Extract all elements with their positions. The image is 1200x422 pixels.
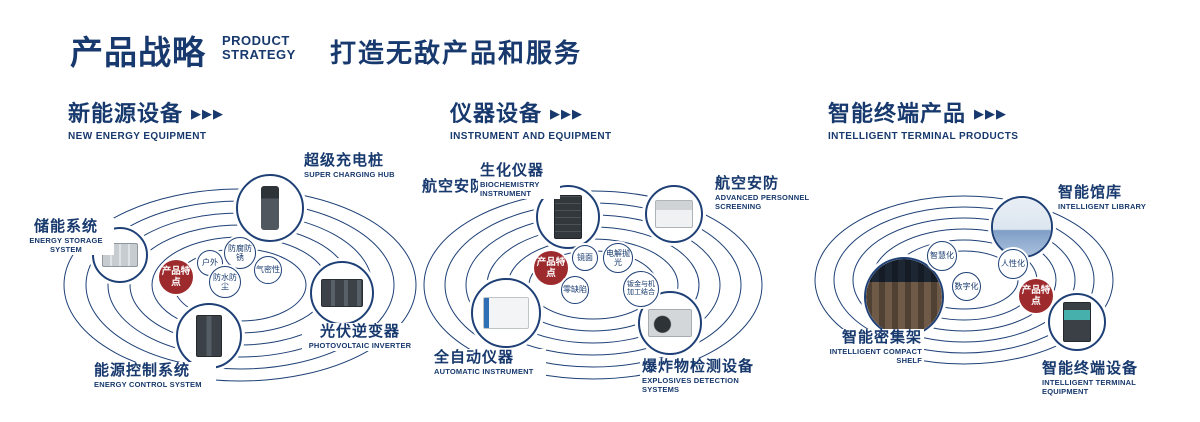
terminal-equipment-photo (1063, 302, 1091, 342)
product-label-zh: 生化仪器 (480, 162, 545, 179)
compact-shelf-photo (866, 259, 942, 335)
energy-control-photo (196, 315, 222, 357)
product-label-zh: 智能密集架 (841, 329, 922, 346)
feature-bubble: 电解抛光 (603, 243, 633, 273)
section-subtitle: NEW ENERGY EQUIPMENT (68, 131, 207, 142)
feature-main-badge: 产品特点 (534, 251, 568, 285)
feature-bubble: 人性化 (998, 249, 1028, 279)
feature-bubble: 防水防尘 (209, 266, 241, 298)
product-photo-energy-control (176, 303, 242, 369)
product-photo-super-charging-hub (236, 174, 304, 242)
feature-main-badge: 产品特点 (159, 260, 193, 294)
personnel-screening-photo (655, 200, 693, 228)
product-label-en: ENERGY STORAGE SYSTEM (29, 236, 103, 254)
extra-label-zh: 航空安防 (422, 178, 487, 195)
product-label-en: AUTOMATIC INSTRUMENT (434, 367, 534, 377)
pv-inverter-photo (321, 279, 363, 307)
super-charging-hub-photo (261, 186, 279, 230)
section-header-instrument: 仪器设备 ▶▶▶ INSTRUMENT AND EQUIPMENT (450, 96, 611, 142)
section-title: 仪器设备 (450, 101, 543, 126)
product-label-zh: 智能终端设备 (1042, 360, 1139, 377)
product-photo-intelligent-library (991, 196, 1053, 258)
section-subtitle: INTELLIGENT TERMINAL PRODUCTS (828, 131, 1019, 142)
product-label-zh: 航空安防 (715, 175, 780, 192)
product-label-automatic-instrument: 全自动仪器 AUTOMATIC INSTRUMENT (432, 349, 546, 377)
section-subtitle: INSTRUMENT AND EQUIPMENT (450, 131, 612, 142)
triple-arrow-icon: ▶▶▶ (974, 105, 1008, 121)
product-label-en: EXPLOSIVES DETECTION SYSTEMS (642, 376, 739, 394)
intelligent-library-photo (993, 198, 1051, 256)
page-title-en-line2: STRATEGY (222, 46, 296, 62)
feature-bubble: 数字化 (952, 272, 981, 301)
section-header-intelligent-terminal: 智能终端产品 ▶▶▶ INTELLIGENT TERMINAL PRODUCTS (828, 96, 1018, 142)
product-label-en: INTELLIGENT COMPACT SHELF (829, 347, 922, 365)
feature-main-badge: 产品特点 (1019, 279, 1053, 313)
product-label-zh: 储能系统 (33, 218, 98, 235)
triple-arrow-icon: ▶▶▶ (550, 105, 584, 121)
section-title: 新能源设备 (68, 101, 184, 126)
product-label-super-charging-hub: 超级充电桩 SUPER CHARGING HUB (302, 152, 416, 180)
product-label-zh: 爆炸物检测设备 (642, 358, 755, 375)
feature-bubble: 智慧化 (927, 241, 957, 271)
triple-arrow-icon: ▶▶▶ (191, 105, 225, 121)
product-label-en: ENERGY CONTROL SYSTEM (94, 380, 202, 390)
product-photo-compact-shelf (864, 257, 944, 337)
feature-bubble: 防腐防锈 (224, 237, 256, 269)
product-label-en: ADVANCED PERSONNEL SCREENING (715, 193, 810, 211)
product-label-energy-control: 能源控制系统 ENERGY CONTROL SYSTEM (92, 362, 216, 390)
product-label-personnel-screening: 航空安防 ADVANCED PERSONNEL SCREENING (713, 175, 813, 212)
product-photo-automatic-instrument (471, 278, 541, 348)
product-label-zh: 超级充电桩 (304, 152, 385, 169)
product-label-compact-shelf: 智能密集架 INTELLIGENT COMPACT SHELF (820, 329, 924, 366)
product-label-en: PHOTOVOLTAIC INVERTER (308, 341, 412, 351)
product-label-zh: 能源控制系统 (94, 362, 191, 379)
page-title-en-line1: PRODUCT (222, 33, 290, 48)
product-photo-personnel-screening (645, 185, 703, 243)
product-label-en: INTELLIGENT LIBRARY (1058, 202, 1147, 212)
product-label-pv-inverter: 光伏逆变器 PHOTOVOLTAIC INVERTER (302, 323, 418, 351)
product-label-en: SUPER CHARGING HUB (304, 170, 395, 180)
product-label-energy-storage: 储能系统 ENERGY STORAGE SYSTEM (18, 218, 114, 255)
product-label-biochemistry: 生化仪器 BIOCHEMISTRY INSTRUMENT (478, 162, 560, 199)
product-label-explosives-detection: 爆炸物检测设备 EXPLOSIVES DETECTION SYSTEMS (640, 358, 779, 395)
page-title-en: PRODUCT STRATEGY (222, 34, 296, 61)
product-label-zh: 光伏逆变器 (319, 323, 400, 340)
feature-bubble: 零缺陷 (561, 276, 589, 304)
product-photo-pv-inverter (310, 261, 374, 325)
section-header-new-energy: 新能源设备 ▶▶▶ NEW ENERGY EQUIPMENT (68, 96, 224, 142)
label-aviation-security-left: 航空安防 (420, 178, 489, 196)
product-photo-terminal-equipment (1048, 293, 1106, 351)
product-label-en: INTELLIGENT TERMINAL EQUIPMENT (1042, 378, 1136, 396)
feature-bubble: 镜面 (572, 245, 598, 271)
product-label-intelligent-library: 智能馆库 INTELLIGENT LIBRARY (1056, 184, 1170, 212)
explosives-detection-photo (648, 309, 692, 337)
product-label-en: BIOCHEMISTRY INSTRUMENT (480, 180, 540, 198)
product-label-zh: 全自动仪器 (434, 349, 515, 366)
automatic-instrument-photo (483, 297, 529, 329)
feature-bubble: 钣金与机加工结合 (623, 271, 659, 307)
product-label-terminal-equipment: 智能终端设备 INTELLIGENT TERMINAL EQUIPMENT (1040, 360, 1184, 397)
biochemistry-photo (554, 195, 582, 239)
page-title: 产品战略 (70, 34, 206, 71)
product-label-zh: 智能馆库 (1058, 184, 1123, 201)
feature-bubble: 气密性 (254, 256, 282, 284)
slogan: 打造无敌产品和服务 (330, 38, 583, 68)
section-title: 智能终端产品 (828, 101, 967, 126)
